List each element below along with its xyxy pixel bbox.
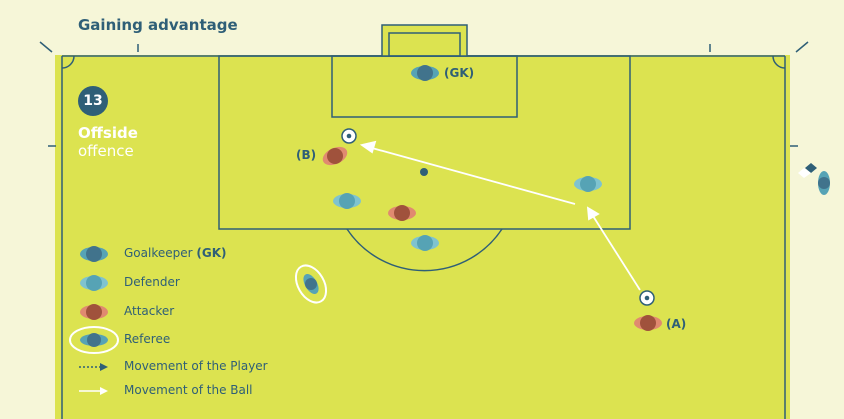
legend-defender: Defender bbox=[124, 275, 180, 289]
defender-player bbox=[333, 193, 361, 209]
legend-attacker: Attacker bbox=[124, 304, 175, 318]
scenario-number-badge: 13 bbox=[78, 86, 108, 116]
defender-player bbox=[411, 235, 439, 251]
attacker-b bbox=[322, 146, 348, 166]
scenario-heading-bold: Offside bbox=[78, 124, 138, 142]
ball-icon bbox=[341, 128, 357, 144]
scenario-heading: Offside offence bbox=[78, 124, 138, 160]
penalty-spot bbox=[420, 168, 428, 176]
label-gk: (GK) bbox=[444, 66, 475, 80]
arrowhead-a bbox=[586, 206, 600, 221]
legend-player-movement: Movement of the Player bbox=[124, 359, 268, 373]
legend-goalkeeper: Goalkeeper (GK) bbox=[124, 246, 227, 260]
label-b: (B) bbox=[296, 148, 317, 162]
pitch-lines bbox=[39, 24, 809, 419]
arrowhead-pass bbox=[359, 140, 377, 154]
scenario-heading-rest: offence bbox=[78, 142, 134, 160]
legend-ball-movement: Movement of the Ball bbox=[124, 383, 253, 397]
legend-referee: Referee bbox=[124, 332, 171, 346]
attacker-player bbox=[388, 205, 416, 221]
attacker-icon bbox=[80, 304, 108, 320]
player-movement-arrow-icon bbox=[79, 363, 108, 371]
ball-icon bbox=[639, 290, 655, 306]
referee-icon bbox=[69, 326, 119, 354]
ball-path-a bbox=[592, 215, 641, 291]
goalkeeper-player bbox=[411, 65, 439, 81]
attacker-a bbox=[634, 315, 662, 331]
defender-icon bbox=[80, 275, 108, 291]
assistant-referee bbox=[798, 163, 830, 195]
label-a: (A) bbox=[666, 317, 687, 331]
goalkeeper-icon bbox=[80, 246, 108, 262]
referee-player bbox=[294, 264, 328, 304]
defender-player bbox=[574, 176, 602, 192]
page-title: Gaining advantage bbox=[78, 16, 238, 34]
ball-path-pass bbox=[371, 147, 576, 205]
ball-movement-arrow-icon bbox=[79, 387, 108, 395]
